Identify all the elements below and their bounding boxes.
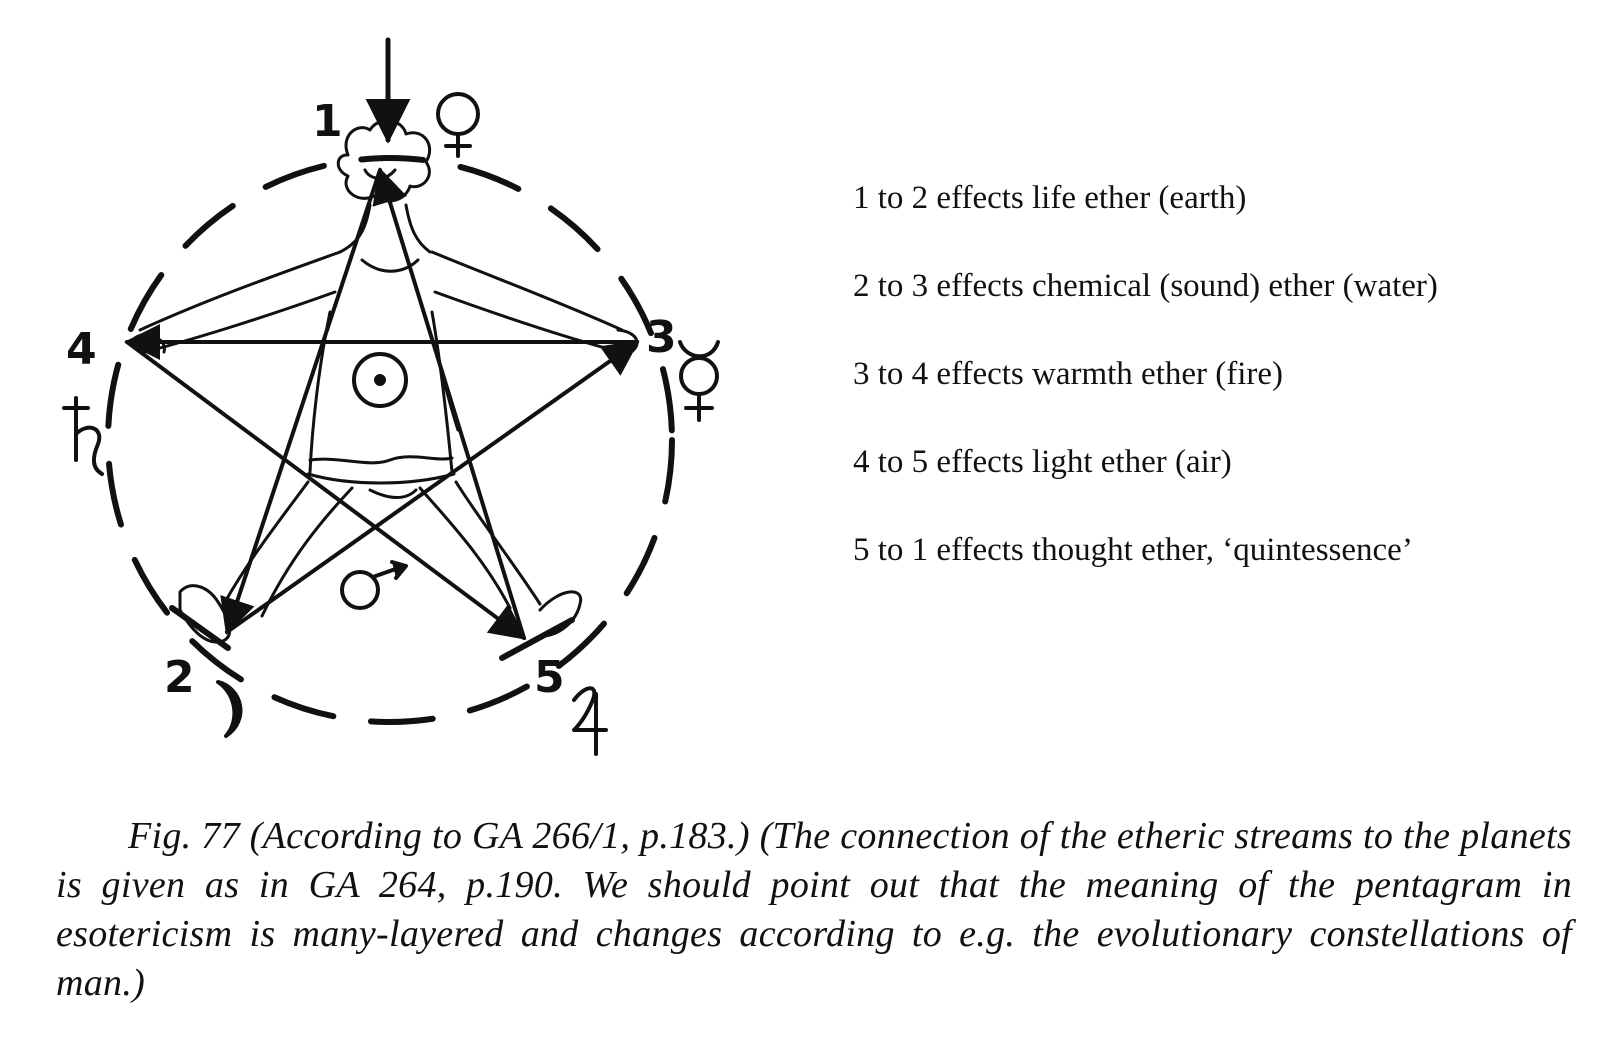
legend-item: 5 to 1 effects thought ether, ‘quintesse… — [853, 532, 1413, 568]
stream-5-to-1 — [372, 167, 526, 640]
point-label-2: 2 — [164, 652, 195, 703]
pentagram-strokes — [124, 167, 640, 640]
point-label-4: 4 — [66, 324, 97, 375]
point-label-3: 3 — [646, 312, 677, 363]
human-figure — [133, 119, 639, 644]
moon-icon — [216, 680, 243, 738]
right-foot-stroke — [499, 617, 575, 661]
venus-icon — [436, 92, 480, 158]
point-label-5: 5 — [534, 652, 565, 703]
stream-legend: 1 to 2 effects life ether (earth) 2 to 3… — [853, 178, 1573, 618]
stream-4-to-5 — [125, 340, 527, 640]
stream-2-to-3 — [225, 340, 640, 634]
sun-icon — [352, 352, 408, 408]
legend-item: 4 to 5 effects light ether (air) — [853, 444, 1232, 480]
legend-item: 2 to 3 effects chemical (sound) ether (w… — [853, 268, 1438, 304]
mars-icon — [340, 560, 408, 610]
mercury-icon — [678, 340, 720, 422]
legend-item: 3 to 4 effects warmth ether (fire) — [853, 356, 1284, 392]
pentagram-figure: 1 2 3 4 5 — [40, 30, 780, 770]
dashed-circle — [105, 155, 675, 725]
figure-caption: Fig. 77 (According to GA 266/1, p.183.) … — [56, 815, 1572, 1004]
saturn-icon — [62, 396, 104, 476]
stream-1-to-2 — [220, 168, 382, 635]
left-foot-stroke — [169, 605, 231, 651]
jupiter-icon — [572, 686, 608, 756]
point-label-1: 1 — [312, 96, 343, 147]
legend-item: 1 to 2 effects life ether (earth) — [853, 180, 1247, 216]
